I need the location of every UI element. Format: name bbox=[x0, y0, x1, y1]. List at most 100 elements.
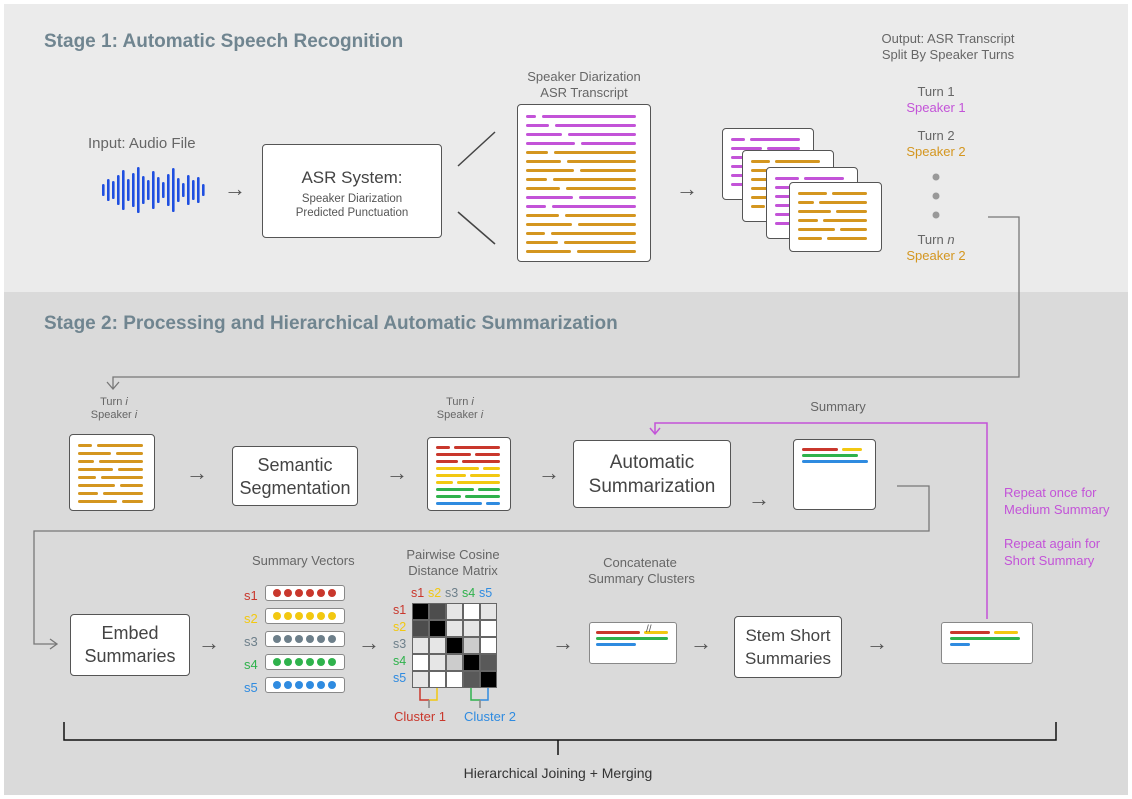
text-line bbox=[526, 187, 560, 190]
matrix-cell bbox=[446, 603, 463, 620]
arrow-icon: → bbox=[198, 630, 220, 655]
speaker-i-label: Speaker i bbox=[90, 409, 138, 421]
text-line bbox=[526, 133, 562, 136]
text-line bbox=[526, 169, 574, 172]
waveform-bar bbox=[142, 176, 145, 204]
waveform-bar bbox=[112, 181, 115, 199]
text-line bbox=[751, 178, 774, 181]
text-line bbox=[542, 115, 636, 118]
vector-dot bbox=[328, 658, 336, 666]
repeat-line1: Repeat once for bbox=[1004, 485, 1097, 500]
text-line bbox=[526, 250, 571, 253]
semantic-line2: Segmentation bbox=[239, 478, 351, 498]
text-line bbox=[568, 133, 636, 136]
matrix-row-label: s3 bbox=[393, 637, 407, 651]
repeat-line4: Short Summary bbox=[1004, 553, 1095, 568]
matrix-cell bbox=[412, 637, 429, 654]
asr-system-box: ASR System: Speaker Diarization Predicte… bbox=[262, 144, 442, 238]
arrow-icon: → bbox=[186, 460, 208, 485]
text-line bbox=[526, 178, 547, 181]
text-line bbox=[78, 500, 117, 503]
turn1-label: Turn 1 bbox=[917, 84, 955, 99]
text-line bbox=[842, 448, 862, 451]
matrix-cell bbox=[463, 671, 480, 688]
matrix-row-label: s2 bbox=[393, 620, 407, 634]
text-line bbox=[78, 492, 98, 495]
waveform-bar bbox=[122, 170, 125, 210]
stage2-panel bbox=[4, 292, 1128, 795]
text-line bbox=[436, 481, 453, 484]
text-line bbox=[551, 232, 636, 235]
vector-box bbox=[265, 631, 345, 647]
turnn-speaker: Speaker 2 bbox=[906, 248, 966, 263]
concatenated-summary: // bbox=[589, 622, 677, 664]
text-line bbox=[526, 142, 575, 145]
vector-dot bbox=[284, 635, 292, 643]
vector-dot bbox=[306, 658, 314, 666]
text-line bbox=[78, 468, 113, 471]
waveform-bar bbox=[132, 173, 135, 207]
cluster2-label: Cluster 2 bbox=[464, 709, 517, 724]
turn-i-document bbox=[69, 434, 155, 511]
text-line bbox=[802, 454, 858, 457]
text-line bbox=[731, 156, 749, 159]
arrow-icon: → bbox=[676, 176, 698, 201]
text-line bbox=[731, 138, 745, 141]
text-line bbox=[819, 201, 867, 204]
matrix-col-label: s3 bbox=[445, 586, 459, 600]
vector-dot bbox=[284, 589, 292, 597]
concat-label-2: Summary Clusters bbox=[588, 571, 695, 586]
vector-dot bbox=[273, 589, 281, 597]
text-line bbox=[457, 481, 500, 484]
text-line bbox=[526, 205, 546, 208]
text-line bbox=[483, 467, 500, 470]
text-line bbox=[751, 160, 770, 163]
matrix-cell bbox=[463, 620, 480, 637]
text-line bbox=[78, 484, 115, 487]
asr-box-title: ASR System: bbox=[301, 168, 403, 187]
text-line bbox=[564, 241, 636, 244]
text-line bbox=[832, 192, 867, 195]
text-line bbox=[950, 637, 1020, 640]
text-line bbox=[103, 492, 143, 495]
matrix-label-2: Distance Matrix bbox=[408, 563, 498, 578]
text-line bbox=[751, 196, 778, 199]
matrix-cell bbox=[446, 671, 463, 688]
vector-dot bbox=[306, 612, 314, 620]
vector-dot bbox=[317, 589, 325, 597]
vector-dot bbox=[328, 612, 336, 620]
asr-box-line2: Predicted Punctuation bbox=[295, 207, 409, 219]
waveform-bar bbox=[127, 179, 130, 201]
waveform-bar bbox=[152, 171, 155, 209]
vector-dot bbox=[306, 589, 314, 597]
text-line bbox=[731, 147, 762, 150]
final-summary bbox=[941, 622, 1033, 664]
waveform-bar bbox=[182, 183, 185, 197]
text-line bbox=[122, 500, 143, 503]
matrix-cell bbox=[463, 654, 480, 671]
vector-label: s1 bbox=[244, 588, 258, 603]
vector-dot bbox=[284, 658, 292, 666]
vector-dot bbox=[317, 612, 325, 620]
arrow-icon: → bbox=[538, 460, 560, 485]
vector-label: s4 bbox=[244, 657, 258, 672]
embed-summaries-box: Embed Summaries bbox=[70, 614, 190, 676]
turn2-speaker: Speaker 2 bbox=[906, 144, 966, 159]
text-line bbox=[802, 448, 838, 451]
vector-dot bbox=[284, 681, 292, 689]
text-line bbox=[526, 124, 549, 127]
matrix-label-1: Pairwise Cosine bbox=[406, 547, 500, 562]
arrow-icon: → bbox=[690, 630, 712, 655]
bottom-label: Hierarchical Joining + Merging bbox=[463, 765, 653, 781]
output-label-1: Output: ASR Transcript bbox=[881, 31, 1015, 46]
text-line bbox=[465, 495, 500, 498]
waveform-bar bbox=[197, 177, 200, 203]
stem-short-summaries-box: Stem Short Summaries bbox=[734, 616, 842, 678]
waveform-bar bbox=[117, 175, 120, 205]
text-line bbox=[436, 502, 482, 505]
text-line bbox=[526, 223, 572, 226]
text-line bbox=[554, 151, 636, 154]
waveform-bar bbox=[177, 178, 180, 202]
text-line bbox=[470, 474, 500, 477]
matrix-cell bbox=[480, 620, 497, 637]
